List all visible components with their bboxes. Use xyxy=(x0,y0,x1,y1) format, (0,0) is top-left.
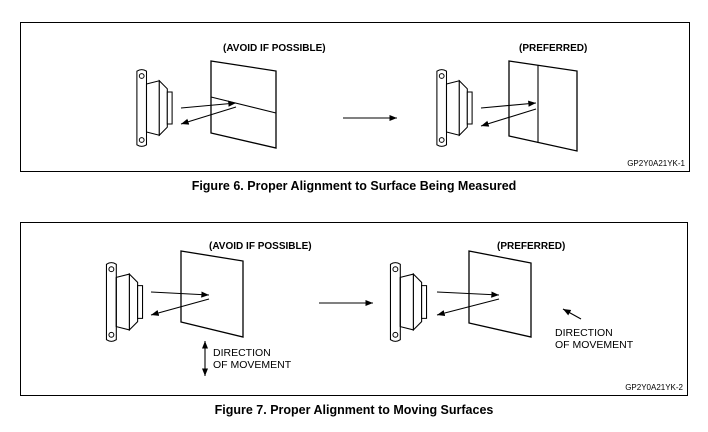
figure-6-drawing xyxy=(136,60,578,152)
fig7-direction-right: DIRECTION OF MOVEMENT xyxy=(555,327,633,351)
fig7-direction-left: DIRECTION OF MOVEMENT xyxy=(213,347,291,371)
sensor-left-icon xyxy=(136,69,173,147)
direction-line-1: DIRECTION xyxy=(555,327,613,339)
fig7-preferred-label: (PREFERRED) xyxy=(497,241,566,252)
figure-6-caption: Figure 6. Proper Alignment to Surface Be… xyxy=(191,179,517,193)
fig6-avoid-label: (AVOID IF POSSIBLE) xyxy=(223,43,326,54)
sensor-right-icon xyxy=(389,262,428,342)
direction-line-2: OF MOVEMENT xyxy=(555,339,634,351)
fig7-avoid-label: (AVOID IF POSSIBLE) xyxy=(209,241,312,252)
fig7-part-code: GP2Y0A21YK-2 xyxy=(625,383,683,392)
direction-line-1: DIRECTION xyxy=(213,347,271,359)
figure-7-caption: Figure 7. Proper Alignment to Moving Sur… xyxy=(214,403,494,417)
direction-line-2: OF MOVEMENT xyxy=(213,359,292,371)
fig6-part-code: GP2Y0A21YK-1 xyxy=(627,159,685,168)
figure-7-panel: (AVOID IF POSSIBLE) (PREFERRED) DIRECTIO… xyxy=(20,222,688,396)
surface-left xyxy=(180,250,244,338)
surface-right xyxy=(468,250,532,338)
surface-right xyxy=(508,60,578,152)
figure-7-drawing xyxy=(105,250,582,376)
fig6-preferred-label: (PREFERRED) xyxy=(519,43,588,54)
sensor-left-icon xyxy=(105,262,144,342)
figure-6-panel: (AVOID IF POSSIBLE) (PREFERRED) GP2Y0A21… xyxy=(20,22,690,172)
sensor-right-icon xyxy=(436,69,473,147)
